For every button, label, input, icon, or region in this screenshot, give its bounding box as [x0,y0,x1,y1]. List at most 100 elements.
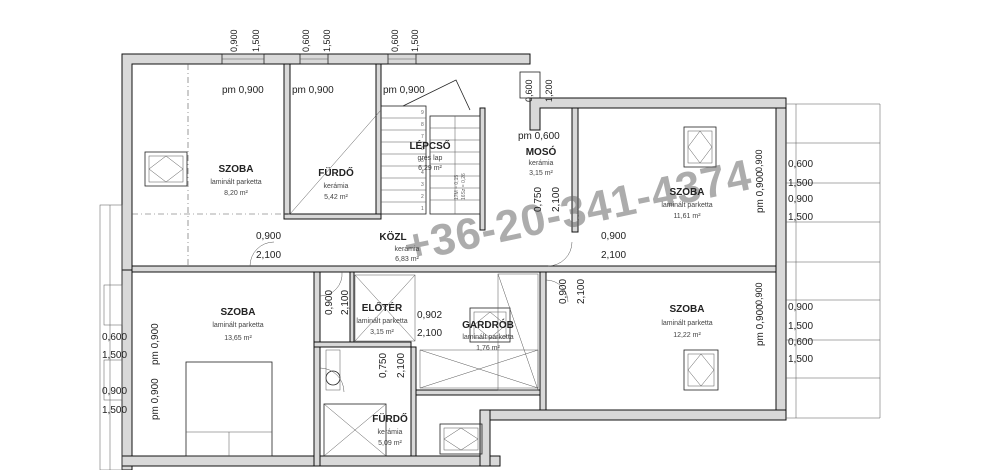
wall-int-v5 [539,271,547,411]
outer-walls [121,53,787,470]
room-szoba-bottom-right: SZOBA laminált parketta 12,22 m² [661,304,712,339]
wall-top-right [529,97,787,131]
room-finish: gres lap [418,155,443,162]
rw-3: 0,900 [788,194,813,205]
wall-int-v2 [375,63,382,217]
room-area: 12,22 m² [673,332,701,339]
skylight-gardrob [469,307,511,343]
roof-lines [132,64,290,266]
stair-step-2: 2 [421,194,424,200]
dim-w2: 0,600 [301,29,311,52]
toilet [325,370,341,386]
lw-2: 1,500 [102,350,127,361]
top-windows [221,53,541,99]
stair-note-a: 17M = 0,15 [454,175,460,200]
stair-step-6: 6 [421,146,424,152]
door-w-eloter: 0,900 [324,290,335,315]
skylight-br [683,349,719,391]
dim-h3: 1,500 [410,29,420,52]
room-szoba-top-left: SZOBA laminált parketta 8,20 m² [210,164,261,197]
room-name: SZOBA [221,307,256,318]
room-kozl: KÖZL kerámia 6,83 m² [379,230,419,263]
rw-4: 1,500 [788,212,813,223]
wall-int-v6 [313,271,321,467]
skylight-tl [144,151,188,187]
pm-2: pm 0,900 [292,85,334,96]
room-szoba-bottom-left: SZOBA laminált parketta 13,65 m² [212,307,263,342]
room-finish: laminált parketta [210,179,261,186]
dim-moso-h: 1,200 [544,79,554,102]
room-area: 6,83 m² [395,256,419,263]
pm-r2: pm 0,900 [755,304,766,346]
room-finish: laminált parketta [462,334,513,341]
room-gardrob: GARDRÓB laminált parketta 1,76 m² [462,318,514,352]
rw-5: 0,900 [788,302,813,313]
door-dims: 0,900 2,100 0,900 2,100 0,750 2,100 0,90… [256,187,626,378]
dim-w3: 0,600 [390,29,400,52]
room-name: FÜRDŐ [372,412,408,425]
room-area: 13,65 m² [224,335,252,342]
pm-l1: pm 0,900 [150,323,161,365]
rw-1: 0,600 [788,159,813,170]
wall-int-v3 [571,107,579,233]
room-finish: laminált parketta [661,320,712,327]
wall-int-v7 [410,346,417,457]
room-area: 3,15 m² [370,329,394,336]
wall-bottom-left [121,455,501,467]
room-area: 11,61 m² [673,213,701,220]
stair-step-8: 8 [421,122,424,128]
door-w-br: 0,900 [558,279,569,304]
rv-2: 0,900 [754,282,764,305]
room-finish: laminált parketta [212,322,263,329]
door-w-gardrob: 0,902 [417,310,442,321]
door-h-furdo: 2,100 [396,353,407,378]
pm-3: pm 0,900 [383,85,425,96]
left-exterior [99,204,123,470]
room-finish: laminált parketta [356,318,407,325]
room-area: 6,29 m² [418,165,442,172]
room-furdo-bottom: FÜRDŐ kerámia 5,09 m² [372,412,408,447]
pm-moso: pm 0,600 [518,131,560,142]
room-area: 3,15 m² [529,170,553,177]
room-name: LÉPCSŐ [409,139,450,152]
top-window-dims: 0,900 1,500 0,600 1,500 0,600 1,500 0,60… [229,29,554,102]
door-h-eloter: 2,100 [340,290,351,315]
room-area: 5,42 m² [324,194,348,201]
room-finish: laminált parketta [661,202,712,209]
room-area: 1,76 m² [476,345,500,352]
door-w-tr: 0,900 [601,231,626,242]
skylight-furdo-b [439,423,483,455]
door-swings [249,241,573,393]
room-name: MOSÓ [526,145,557,158]
room-name: ELŐTÉR [362,301,403,314]
room-area: 8,20 m² [224,190,248,197]
dim-moso-w: 0,600 [524,79,534,102]
room-finish: kerámia [324,183,349,190]
room-lepcso: LÉPCSŐ gres lap 6,29 m² [409,139,450,172]
lw-4: 1,500 [102,405,127,416]
wall-bottom-right [479,409,787,421]
room-moso: MOSÓ kerámia 3,15 m² [526,145,557,177]
room-name: KÖZL [379,230,406,243]
room-szoba-top-right: SZOBA laminált parketta 11,61 m² [661,187,712,220]
door-h-tr: 2,100 [601,250,626,261]
shower [323,403,387,457]
door-h-moso: 2,100 [551,187,562,212]
room-finish: kerámia [395,246,420,253]
stair-step-3: 3 [421,182,424,188]
dim-h1: 1,500 [251,29,261,52]
room-name: SZOBA [670,187,705,198]
room-finish: kerámia [378,429,403,436]
stair-step-5: 5 [421,158,424,164]
door-h-tl: 2,100 [256,250,281,261]
dim-w1: 0,900 [229,29,239,52]
door-w-furdo: 0,750 [378,353,389,378]
door-w-moso: 0,750 [533,187,544,212]
room-name: SZOBA [670,304,705,315]
wall-int-h4 [415,389,541,396]
wall-bottom-step [479,409,491,467]
roof-strips [786,103,881,419]
pm-1: pm 0,900 [222,85,264,96]
rw-8: 1,500 [788,354,813,365]
